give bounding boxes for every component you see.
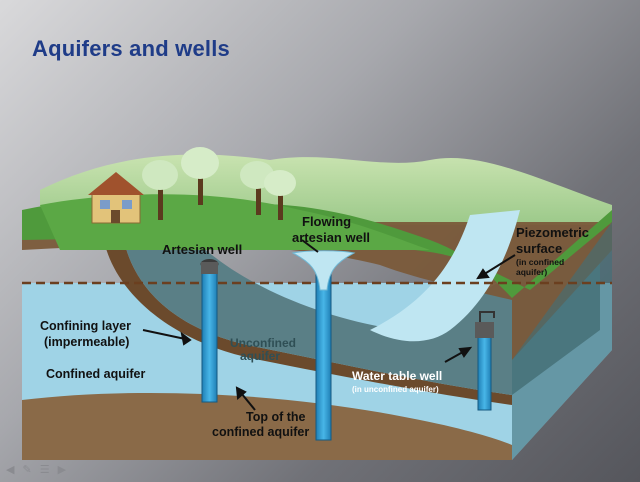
pointer-arrows xyxy=(142,239,516,411)
piezometric-surface-label-line1: Piezometric xyxy=(516,225,589,240)
top-of-confined-aquifer-label-line1: Top of the xyxy=(246,410,306,424)
slide-title: Aquifers and wells xyxy=(32,36,230,61)
piezometric-note-line2: aquifer) xyxy=(516,267,547,277)
piezometric-surface-label-line2: surface xyxy=(516,241,562,256)
flowing-artesian-well-label-line1: Flowing xyxy=(302,214,351,229)
menu-icon[interactable]: ☰ xyxy=(39,463,50,476)
confined-aquifer-label: Confined aquifer xyxy=(46,367,145,381)
pen-icon[interactable]: ✎ xyxy=(22,463,32,476)
flowing-artesian-well-pipe xyxy=(291,250,356,441)
slide-nav: ◀ ✎ ☰ ▶ xyxy=(6,463,66,476)
arrow-left-icon[interactable]: ◀ xyxy=(6,463,15,476)
top-of-confined-aquifer-label-line2: confined aquifer xyxy=(212,425,309,439)
bedrock-layer xyxy=(22,392,512,460)
piezometric-note-line1: (in confined xyxy=(516,257,564,267)
block-side-face xyxy=(512,222,612,460)
confining-layer-label-line1: Confining layer xyxy=(40,319,131,333)
water-table-well-label: Water table well xyxy=(352,369,442,383)
water-table-well-note: (in unconfined aquifer) xyxy=(352,385,439,394)
unconfined-aquifer-label-line2: aquifer xyxy=(240,349,280,363)
water-table-well-pipe xyxy=(475,311,495,411)
artesian-well-label: Artesian well xyxy=(162,242,242,257)
confining-layer-label-line2: (impermeable) xyxy=(44,335,129,349)
stream xyxy=(370,210,520,342)
artesian-well-pipe xyxy=(200,259,219,403)
unconfined-aquifer-label-line1: Unconfined xyxy=(230,336,296,350)
confining-layer xyxy=(105,245,512,405)
arrow-right-icon[interactable]: ▶ xyxy=(57,463,67,476)
house-icon xyxy=(88,172,144,224)
flowing-artesian-well-label-line2: artesian well xyxy=(292,230,370,245)
trees-icon xyxy=(142,147,296,220)
